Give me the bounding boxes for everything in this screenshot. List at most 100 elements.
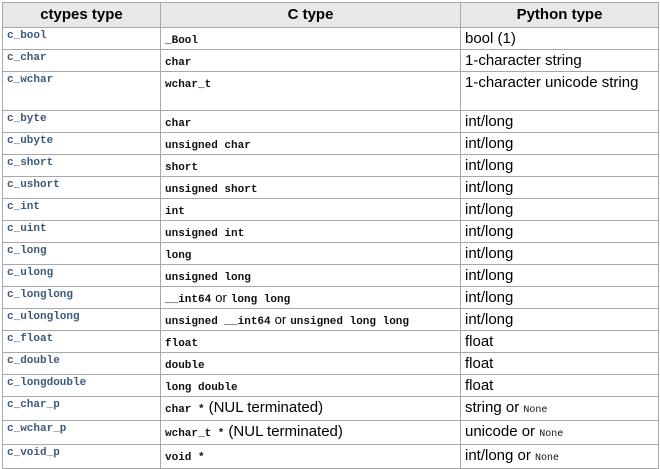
cell-c-type: unsigned __int64 or unsigned long long xyxy=(160,308,461,331)
cell-ctypes-type: c_bool xyxy=(2,27,161,50)
c-type-code: char xyxy=(165,57,192,69)
c-type-code: long double xyxy=(165,382,238,394)
cell-python-type: string or None xyxy=(460,396,659,421)
python-type-value: int/long xyxy=(465,134,654,154)
cell-c-type: unsigned long xyxy=(160,264,461,287)
table-row: c_short short int/long xyxy=(2,154,659,177)
ctypes-type-name: c_char xyxy=(7,52,47,64)
ctypes-type-name: c_void_p xyxy=(7,447,60,459)
python-type-value: int/long xyxy=(465,156,654,176)
cell-c-type: int xyxy=(160,198,461,221)
cell-python-type: int/long xyxy=(460,154,659,177)
c-type-code: float xyxy=(165,338,199,350)
python-type-value: int/long xyxy=(465,266,654,286)
cell-c-type: __int64 or long long xyxy=(160,286,461,309)
python-type-text: 1-character unicode string xyxy=(465,74,639,91)
c-type-code: long xyxy=(165,250,192,262)
c-type-value: unsigned int xyxy=(165,222,456,242)
header-python-type: Python type xyxy=(460,2,659,28)
c-type-value: wchar_t * (NUL terminated) xyxy=(165,422,456,443)
python-type-text: unicode or xyxy=(465,423,536,440)
c-type-alt-code: long long xyxy=(230,294,291,306)
cell-c-type: unsigned short xyxy=(160,176,461,199)
table-row: c_longdouble long double float xyxy=(2,374,659,397)
table-row: c_ushort unsigned short int/long xyxy=(2,176,659,199)
ctypes-type-name: c_float xyxy=(7,333,54,345)
cell-python-type: float xyxy=(460,352,659,375)
ctypes-type-name: c_ulong xyxy=(7,267,54,279)
table-row: c_float float float xyxy=(2,330,659,353)
c-type-code: unsigned __int64 xyxy=(165,316,271,328)
c-type-code: unsigned short xyxy=(165,184,258,196)
cell-python-type: float xyxy=(460,330,659,353)
cell-ctypes-type: c_char_p xyxy=(2,396,161,421)
c-type-value: unsigned char xyxy=(165,134,456,154)
python-type-text: int/long or xyxy=(465,447,531,464)
c-type-note: (NUL terminated) xyxy=(208,399,324,416)
python-type-text: int/long xyxy=(465,201,514,218)
cell-ctypes-type: c_ulonglong xyxy=(2,308,161,331)
cell-ctypes-type: c_ushort xyxy=(2,176,161,199)
python-type-value: int/long xyxy=(465,244,654,264)
c-type-code: char xyxy=(165,118,192,130)
cell-ctypes-type: c_double xyxy=(2,352,161,375)
python-type-text: int/long xyxy=(465,179,514,196)
cell-c-type: unsigned int xyxy=(160,220,461,243)
cell-ctypes-type: c_ubyte xyxy=(2,132,161,155)
python-type-value: int/long xyxy=(465,200,654,220)
python-type-value: int/long xyxy=(465,112,654,132)
cell-python-type: 1-character unicode string xyxy=(460,71,659,111)
ctypes-type-name: c_uint xyxy=(7,223,47,235)
python-type-value: bool (1) xyxy=(465,29,654,49)
c-type-or: or xyxy=(215,290,227,305)
cell-c-type: char xyxy=(160,110,461,133)
c-type-code: unsigned long xyxy=(165,272,251,284)
python-type-value: int/long xyxy=(465,288,654,308)
python-type-value: float xyxy=(465,376,654,396)
c-type-value: _Bool xyxy=(165,29,456,49)
c-type-value: unsigned short xyxy=(165,178,456,198)
cell-ctypes-type: c_int xyxy=(2,198,161,221)
python-type-value: int/long or None xyxy=(465,446,654,468)
c-type-value: long double xyxy=(165,376,456,396)
c-type-value: short xyxy=(165,156,456,176)
ctypes-type-name: c_long xyxy=(7,245,47,257)
cell-ctypes-type: c_ulong xyxy=(2,264,161,287)
c-type-code: __int64 xyxy=(165,294,212,306)
cell-ctypes-type: c_byte xyxy=(2,110,161,133)
ctypes-type-name: c_longlong xyxy=(7,289,74,301)
cell-c-type: float xyxy=(160,330,461,353)
cell-c-type: double xyxy=(160,352,461,375)
cell-c-type: unsigned char xyxy=(160,132,461,155)
python-type-value: int/long xyxy=(465,310,654,330)
ctypes-type-name: c_ulonglong xyxy=(7,311,80,323)
cell-ctypes-type: c_longdouble xyxy=(2,374,161,397)
python-type-value: int/long xyxy=(465,222,654,242)
cell-c-type: _Bool xyxy=(160,27,461,50)
c-type-code: double xyxy=(165,360,205,372)
c-type-value: double xyxy=(165,354,456,374)
cell-python-type: int/long xyxy=(460,308,659,331)
cell-ctypes-type: c_short xyxy=(2,154,161,177)
python-type-text: int/long xyxy=(465,113,514,130)
ctypes-type-name: c_double xyxy=(7,355,60,367)
cell-python-type: float xyxy=(460,374,659,397)
c-type-code: short xyxy=(165,162,199,174)
cell-python-type: unicode or None xyxy=(460,420,659,445)
python-type-text: float xyxy=(465,355,494,372)
cell-python-type: int/long xyxy=(460,198,659,221)
cell-c-type: long xyxy=(160,242,461,265)
python-type-text: float xyxy=(465,377,494,394)
ctypes-type-name: c_short xyxy=(7,157,54,169)
table-row: c_bool _Bool bool (1) xyxy=(2,27,659,50)
python-type-value: float xyxy=(465,332,654,352)
ctypes-type-name: c_bool xyxy=(7,30,47,42)
python-type-value: int/long xyxy=(465,178,654,198)
c-type-value: unsigned long xyxy=(165,266,456,286)
c-type-code: unsigned char xyxy=(165,140,251,152)
cell-python-type: int/long xyxy=(460,286,659,309)
